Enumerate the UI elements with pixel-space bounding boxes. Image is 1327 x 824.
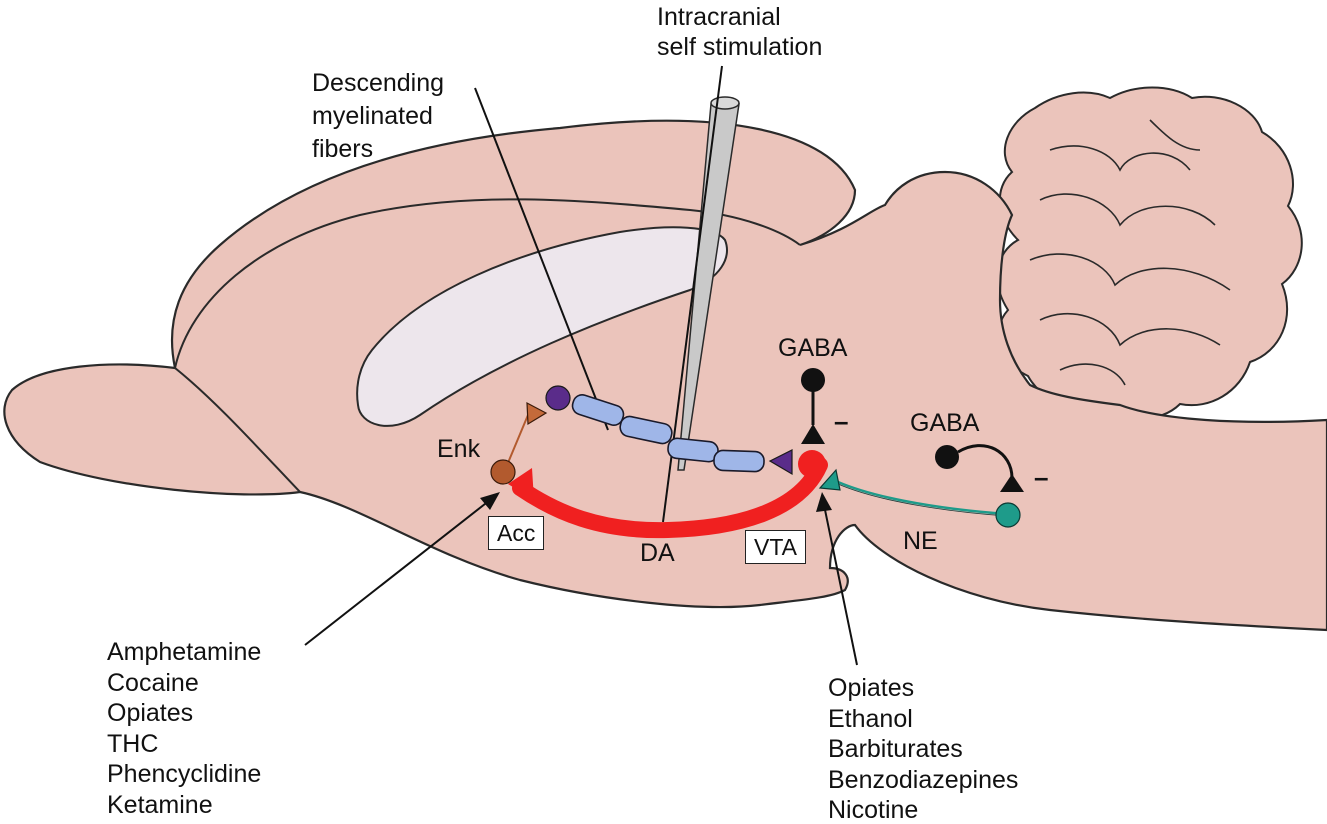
drug-list-item: THC (107, 729, 261, 760)
drug-list-item: Nicotine (828, 795, 1018, 824)
drug-list-item: Amphetamine (107, 637, 261, 668)
descending-label-line3: fibers (312, 134, 373, 164)
purple-neuron-body (546, 386, 570, 410)
drug-list-item: Opiates (107, 698, 261, 729)
drug-list-item: Benzodiazepines (828, 765, 1018, 796)
icss-label-line2: self stimulation (657, 32, 822, 62)
icss-label-line1: Intracranial (657, 2, 781, 32)
gaba-right-neuron-body (935, 445, 959, 469)
ne-neuron-body (996, 503, 1020, 527)
enk-label: Enk (437, 434, 480, 464)
cerebellum (997, 88, 1301, 420)
da-label: DA (640, 538, 675, 568)
gaba-right-minus: – (1034, 462, 1048, 493)
drug-list-item: Cocaine (107, 668, 261, 699)
enk-neuron-body (491, 460, 515, 484)
drug-list-item: Ketamine (107, 790, 261, 821)
acc-label-box: Acc (488, 516, 544, 550)
da-neuron-body (798, 450, 826, 478)
drug-list-item: Opiates (828, 673, 1018, 704)
descending-label-line2: myelinated (312, 101, 433, 131)
gaba-right-label: GABA (910, 408, 979, 438)
gaba-top-neuron-body (801, 368, 825, 392)
ne-label: NE (903, 526, 938, 556)
electrode-tip (711, 97, 739, 109)
gaba-top-label: GABA (778, 333, 847, 363)
vta-label-box: VTA (745, 530, 806, 564)
descending-label-line1: Descending (312, 68, 444, 98)
drug-list-item: Ethanol (828, 704, 1018, 735)
gaba-top-minus: – (834, 406, 848, 437)
drug-list-item: Barbiturates (828, 734, 1018, 765)
drug-list-item: Phencyclidine (107, 759, 261, 790)
